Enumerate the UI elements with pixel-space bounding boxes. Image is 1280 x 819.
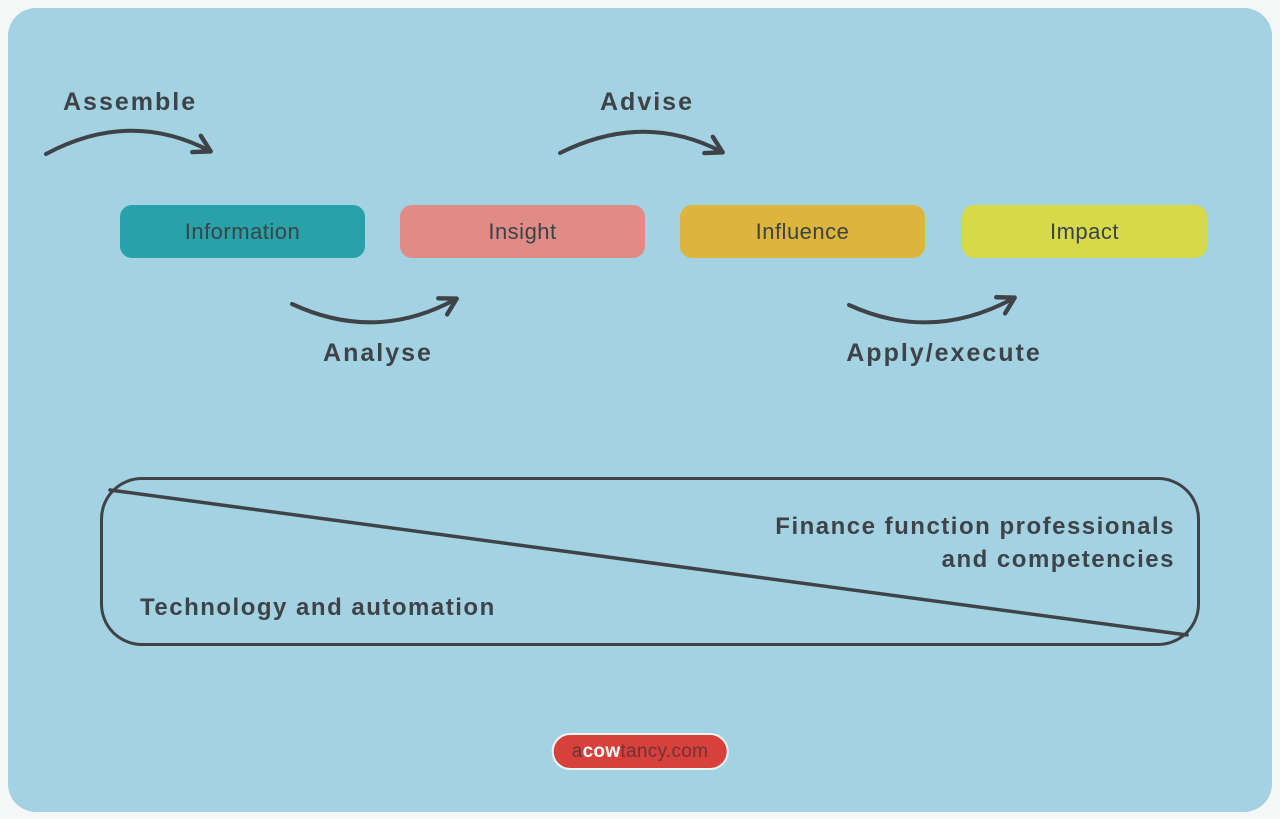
stage-label: Insight [488, 218, 557, 244]
transition-label-apply-execute: Apply/execute [846, 339, 1042, 367]
matrix-label-technology: Technology and automation [140, 594, 496, 621]
advise-arrow-icon [558, 129, 725, 156]
matrix-label-finance-line2: and competencies [941, 546, 1175, 573]
stage-box-influence: Influence [680, 205, 925, 258]
stage-box-impact: Impact [962, 205, 1207, 258]
logo-text-suffix: tancy.com [620, 740, 709, 762]
arrows-layer [44, 128, 1189, 637]
matrix-diagonal-line [108, 488, 1189, 637]
transition-label-advise: Advise [600, 88, 694, 116]
diagram-canvas: Assemble Advise Analyse Apply/execute In… [8, 8, 1272, 812]
logo-text-prefix: a [571, 740, 583, 762]
matrix-label-finance: Finance function professionals and compe… [775, 510, 1175, 576]
apply-execute-arrow-icon [847, 295, 1017, 325]
logo-text-bold: cow [582, 740, 621, 762]
transition-label-analyse: Analyse [323, 339, 433, 367]
stage-box-insight: Insight [400, 205, 645, 258]
stage-label: Influence [755, 218, 850, 244]
tradeoff-matrix-box [100, 477, 1200, 646]
analyse-arrow-icon [290, 296, 459, 325]
assemble-arrow-icon [44, 128, 213, 156]
stage-label: Impact [1049, 218, 1120, 244]
stage-box-information: Information [120, 205, 365, 258]
stage-label: Information [184, 218, 301, 244]
matrix-label-finance-line1: Finance function professionals [775, 513, 1175, 540]
transition-label-assemble: Assemble [63, 88, 198, 116]
